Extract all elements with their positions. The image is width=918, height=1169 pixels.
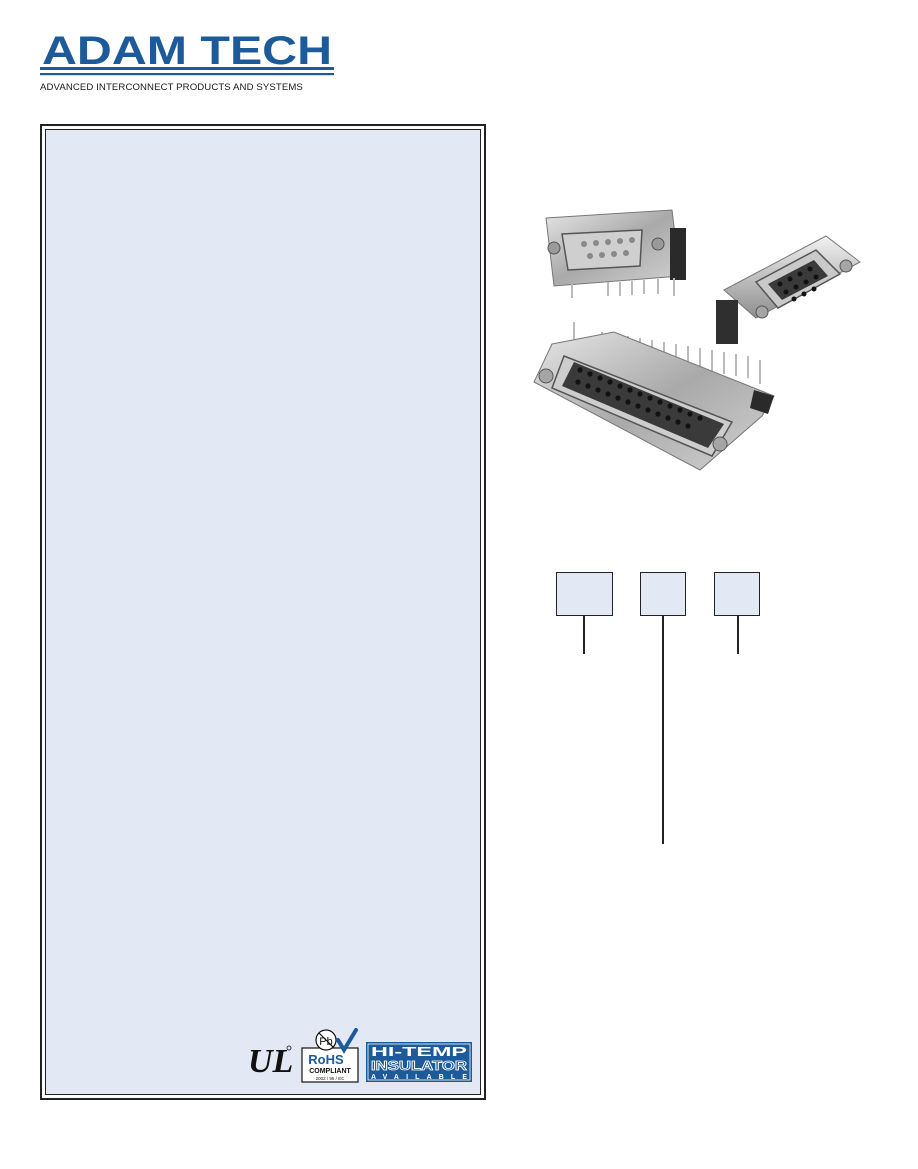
brand-tagline: ADVANCED INTERCONNECT PRODUCTS AND SYSTE… bbox=[40, 82, 303, 93]
brand-name: ADAM TECH bbox=[42, 30, 332, 73]
female-db25-connector bbox=[533, 322, 775, 471]
rohs-pb-text: Pb bbox=[319, 1036, 332, 1048]
rohs-compliant-badge: Pb RoHS COMPLIANT 2002 / 95 / EC bbox=[301, 1028, 359, 1083]
feature-panel bbox=[40, 124, 486, 1100]
d-sub-connectors-photo bbox=[533, 209, 861, 471]
rohs-compliant-text: COMPLIANT bbox=[309, 1068, 351, 1075]
certification-badges: UL Pb RoHS COMPLIANT 2002 / 95 / EC HI-T… bbox=[248, 1028, 472, 1083]
rohs-label: RoHS bbox=[308, 1052, 344, 1067]
hi-temp-insulator-badge: HI-TEMP INSULATOR AVAILABLE bbox=[366, 1042, 472, 1082]
part-number-box-positions bbox=[640, 572, 686, 616]
part-number-box-options bbox=[714, 572, 760, 616]
positions-leader-line bbox=[662, 616, 664, 844]
svg-text:UL: UL bbox=[248, 1043, 293, 1080]
logo-rule-top bbox=[40, 67, 334, 70]
checkmark-icon bbox=[336, 1028, 358, 1054]
hi-temp-line2: INSULATOR bbox=[371, 1058, 468, 1073]
logo-wordmark: ADAM TECH bbox=[40, 30, 334, 76]
hi-temp-line1: HI-TEMP bbox=[371, 1044, 468, 1059]
ul-recognized-icon: UL bbox=[248, 1043, 293, 1080]
hi-temp-line3: AVAILABLE bbox=[371, 1074, 467, 1081]
male-de9-connector bbox=[545, 209, 686, 298]
options-leader-line bbox=[737, 616, 739, 654]
feature-panel-inner bbox=[45, 129, 481, 1095]
female-hd15-connector bbox=[716, 235, 861, 344]
part-number-box-series bbox=[556, 572, 613, 616]
company-logo: ADAM TECH ADVANCED INTERCONNECT PRODUCTS… bbox=[40, 30, 334, 96]
logo-rule-bottom bbox=[40, 73, 334, 76]
rohs-directive-text: 2002 / 95 / EC bbox=[316, 1076, 346, 1081]
series-leader-line bbox=[583, 616, 585, 654]
